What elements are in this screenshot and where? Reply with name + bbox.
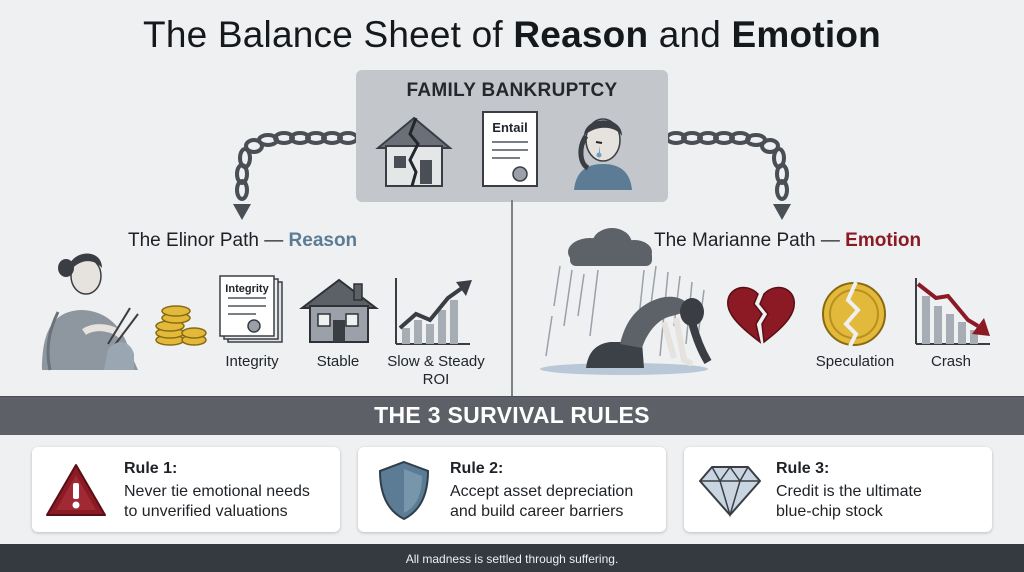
diamond-icon bbox=[699, 465, 761, 518]
footer-bar: All madness is settled through suffering… bbox=[0, 544, 1024, 572]
title-middle: and bbox=[648, 14, 732, 55]
stable-label: Stable bbox=[316, 353, 360, 370]
center-divider bbox=[511, 200, 513, 396]
rule-3-line-1: Credit is the ultimate bbox=[776, 483, 922, 500]
rule-card-1: Rule 1: Never tie emotional needs to unv… bbox=[32, 447, 340, 532]
rule-1-heading: Rule 1: bbox=[124, 460, 178, 477]
rule-3-heading: Rule 3: bbox=[776, 460, 830, 477]
entail-label: Entail bbox=[492, 120, 528, 135]
slow-steady-label: Slow & Steady bbox=[387, 353, 485, 370]
broken-coin-icon bbox=[822, 281, 886, 347]
title-prefix: The Balance Sheet of bbox=[143, 14, 514, 55]
falling-chart-icon bbox=[915, 278, 990, 345]
entail-document-icon bbox=[482, 111, 538, 187]
rule-1-line-2: to unverified valuations bbox=[124, 503, 288, 520]
rule-1-line-1: Never tie emotional needs bbox=[124, 483, 310, 500]
integrity-document-label: Integrity bbox=[225, 283, 269, 295]
elinor-title-prefix: The Elinor Path — bbox=[128, 230, 289, 251]
survival-rules-title: THE 3 SURVIVAL RULES bbox=[374, 402, 650, 428]
page-title: The Balance Sheet of Reason and Emotion bbox=[0, 14, 1024, 56]
integrity-label: Integrity bbox=[225, 353, 279, 370]
broken-heart-icon bbox=[727, 286, 796, 344]
rule-2-line-1: Accept asset depreciation bbox=[450, 483, 634, 500]
rule-card-2: Rule 2: Accept asset depreciation and bu… bbox=[358, 447, 666, 532]
integrity-document-icon bbox=[219, 275, 283, 343]
rule-card-3: Rule 3: Credit is the ultimate blue-chip… bbox=[684, 447, 992, 532]
title-reason: Reason bbox=[513, 14, 649, 55]
rule-3-line-2: blue-chip stock bbox=[776, 503, 883, 520]
stable-house-icon bbox=[299, 278, 379, 343]
marianne-title-highlight: Emotion bbox=[845, 230, 922, 251]
rule-2-line-2: and build career barriers bbox=[450, 503, 624, 520]
elinor-title-highlight: Reason bbox=[288, 230, 358, 251]
knitting-woman-icon bbox=[42, 253, 139, 371]
gold-coins-icon bbox=[155, 305, 207, 346]
warning-icon bbox=[46, 464, 106, 516]
broken-house-icon bbox=[375, 116, 453, 187]
footer-quote: All madness is settled through suffering… bbox=[405, 552, 619, 566]
crying-woman-icon bbox=[574, 118, 632, 190]
title-emotion: Emotion bbox=[731, 14, 881, 55]
rising-chart-icon bbox=[395, 278, 472, 345]
weeping-woman-icon bbox=[586, 296, 712, 368]
rule-2-heading: Rule 2: bbox=[450, 460, 504, 477]
survival-rules-banner: THE 3 SURVIVAL RULES bbox=[0, 396, 1024, 435]
crash-label: Crash bbox=[930, 353, 971, 370]
speculation-label: Speculation bbox=[815, 353, 895, 370]
center-title: FAMILY BANKRUPTCY bbox=[406, 80, 618, 101]
roi-label: ROI bbox=[422, 371, 450, 388]
marianne-path-title: The Marianne Path — Emotion bbox=[654, 230, 921, 252]
marianne-title-prefix: The Marianne Path — bbox=[654, 230, 846, 251]
shield-icon bbox=[378, 460, 430, 521]
elinor-path-title: The Elinor Path — Reason bbox=[128, 230, 357, 252]
